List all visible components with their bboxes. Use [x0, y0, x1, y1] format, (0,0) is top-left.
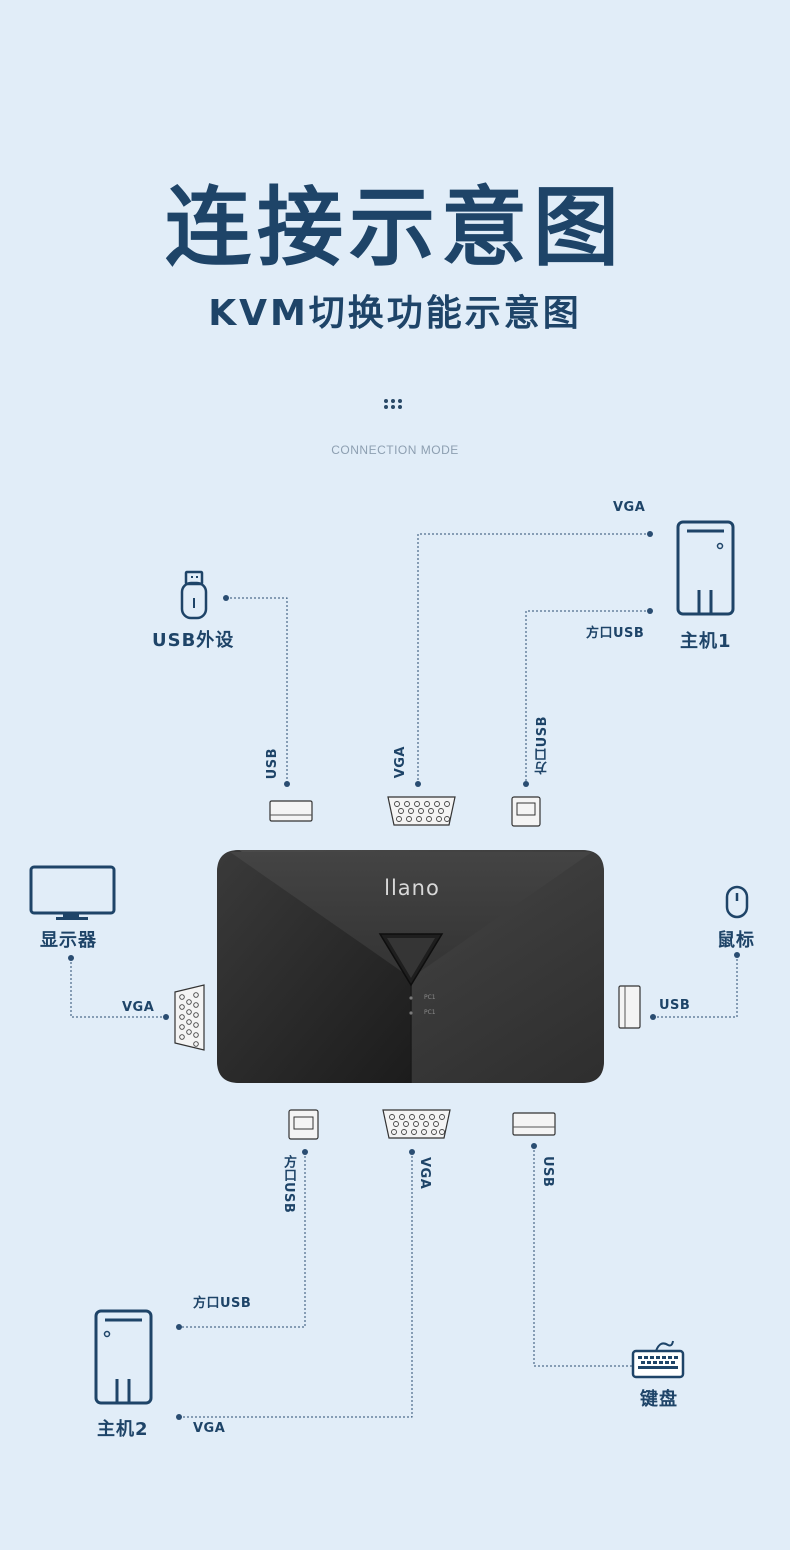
top-usb-port-label: USB — [265, 748, 280, 780]
monitor-label: 显示器 — [40, 930, 97, 951]
usb-drive-icon — [180, 570, 208, 620]
mouse-label: 鼠标 — [717, 930, 755, 951]
connection-mode-label: CONNECTION MODE — [331, 443, 459, 457]
host2-tower-icon — [94, 1309, 153, 1405]
monitor-vga-label: VGA — [122, 1000, 155, 1015]
mouse-icon — [725, 885, 749, 919]
top-square-usb-port — [511, 796, 541, 827]
line-usb-keyboard — [533, 1146, 646, 1367]
switch-button — [378, 933, 444, 987]
right-usb-port — [618, 985, 641, 1029]
bottom-vga-port — [382, 1109, 451, 1139]
bottom-usb-port — [512, 1112, 556, 1136]
page-title: 连接示意图 — [165, 178, 625, 278]
host2-vga-label: VGA — [193, 1421, 226, 1436]
top-usb-port — [269, 800, 313, 822]
top-vga-port-label: VGA — [393, 746, 408, 779]
left-vga-port — [174, 984, 205, 1051]
line-usb-mouse — [653, 955, 738, 1018]
connection-lines — [70, 533, 738, 1418]
line-vga-host2 — [179, 1152, 413, 1418]
host1-vga-label: VGA — [613, 500, 646, 515]
usb-peripheral-label: USB外设 — [152, 630, 235, 651]
bottom-vga-port-label: VGA — [417, 1157, 432, 1190]
keyboard-icon — [631, 1340, 685, 1379]
top-square-usb-port-label: 方口USB — [535, 716, 550, 775]
top-vga-port — [387, 796, 456, 826]
line-square-usb-host1 — [525, 610, 650, 784]
host2-label: 主机2 — [97, 1419, 149, 1440]
host1-square-usb-label: 方口USB — [586, 626, 645, 641]
bottom-square-usb-port — [288, 1109, 319, 1140]
pc2-indicator-led — [409, 1011, 413, 1015]
pc-indicator-label-2: PC1 — [424, 1009, 436, 1016]
keyboard-label: 键盘 — [640, 1389, 678, 1410]
pc1-indicator-led — [409, 996, 413, 1000]
brand-logo-text: llano — [384, 876, 440, 900]
host2-square-usb-label: 方口USB — [193, 1296, 252, 1311]
dots-icon — [384, 397, 406, 411]
pc-indicator-label-1: PC1 — [424, 994, 436, 1001]
host1-tower-icon — [676, 520, 735, 616]
page-subtitle: KVM切换功能示意图 — [208, 293, 582, 334]
bottom-usb-port-label: USB — [540, 1156, 555, 1188]
line-usb-peripheral — [226, 597, 288, 784]
kvm-switch-device — [217, 850, 604, 1083]
line-vga-host1 — [417, 533, 650, 784]
bottom-square-usb-port-label: 方口USB — [281, 1155, 296, 1214]
host1-label: 主机1 — [680, 631, 732, 652]
monitor-icon — [29, 865, 116, 920]
mouse-usb-label: USB — [659, 998, 691, 1013]
